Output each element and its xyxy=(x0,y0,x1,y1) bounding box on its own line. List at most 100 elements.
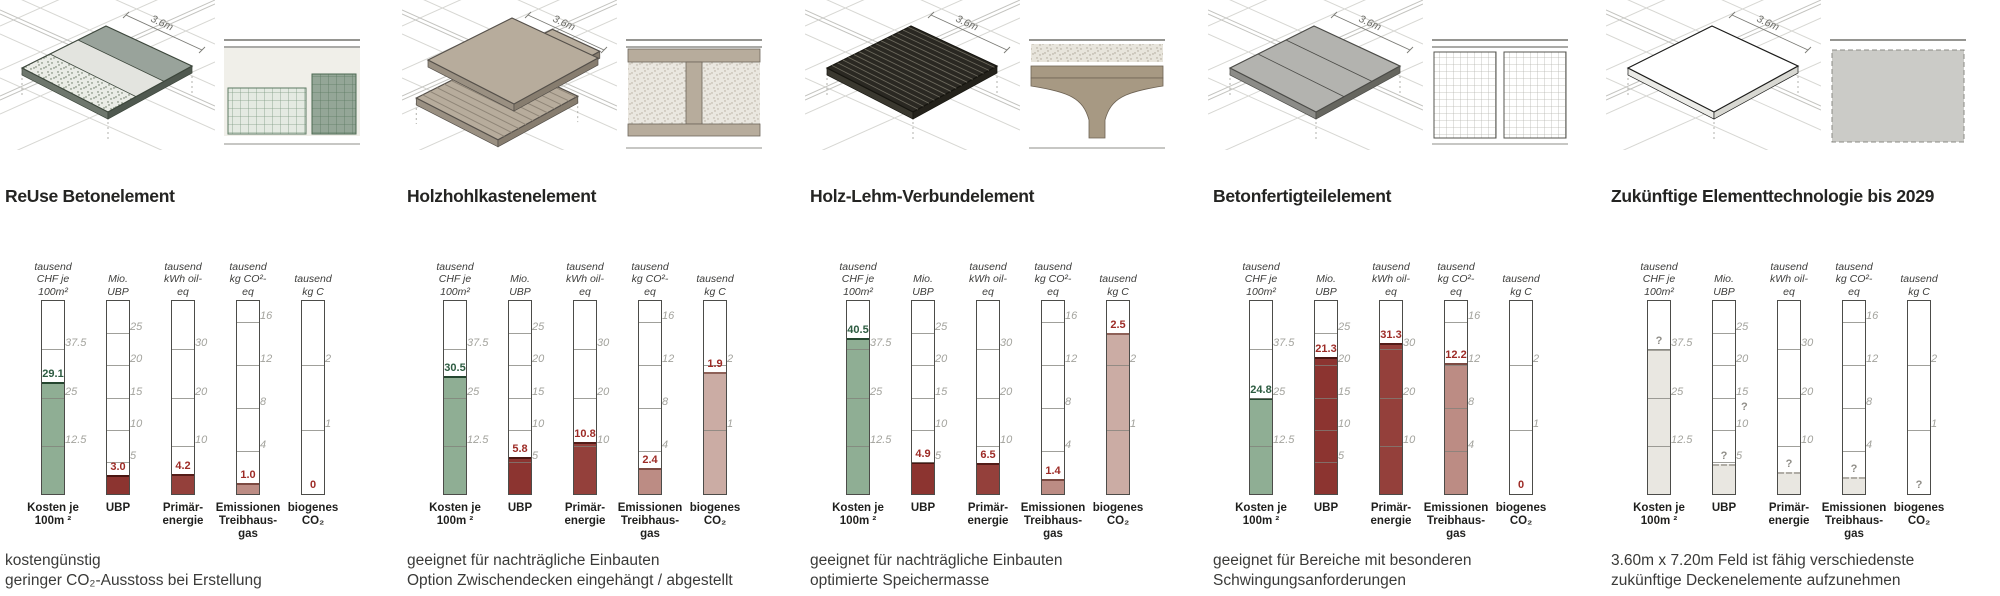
tick-label: 15 xyxy=(532,386,545,398)
isometric-element-diagram: 3.6m xyxy=(805,0,1020,150)
tick-line xyxy=(1510,365,1532,366)
tick-line xyxy=(1713,398,1735,399)
tick-line xyxy=(1908,365,1930,366)
metric-label-line: 100m ² xyxy=(1242,515,1280,527)
tick-label: 20 xyxy=(532,353,545,365)
element-title: ReUse Betonelement xyxy=(5,186,175,206)
tick-line xyxy=(237,451,259,452)
bar-biogenes_co2 xyxy=(1107,333,1129,494)
diagram-row: 3.6m xyxy=(402,0,800,176)
metric-header-line: Mio. xyxy=(510,273,530,285)
description-line: geeignet für nachträgliche Einbauten xyxy=(810,552,1063,569)
element-description: 3.60m x 7.20m Feld ist fähig verschieden… xyxy=(1611,551,1914,591)
description-line: Schwingungsanforderungen xyxy=(1213,572,1407,589)
tick-label: 10 xyxy=(130,418,143,430)
metric-label: UBP xyxy=(487,502,553,515)
metric-label: UBP xyxy=(890,502,956,515)
tick-label: 8 xyxy=(662,396,669,408)
tick-line xyxy=(1843,365,1865,366)
tick-line xyxy=(1778,349,1800,350)
metric-header: Mio.UBP xyxy=(85,240,151,298)
value-label: 30.5 xyxy=(444,362,466,374)
tick-label: 37.5 xyxy=(870,337,892,349)
metric-header-line: kg C xyxy=(1107,285,1129,298)
bar-kosten xyxy=(444,376,466,494)
tick-line xyxy=(1042,322,1064,323)
value-label: 1.9 xyxy=(707,358,723,370)
tick-line xyxy=(1713,333,1735,334)
metric-header-line: 100m² xyxy=(1246,285,1276,298)
bar-kosten xyxy=(1648,349,1670,494)
metric-header: Mio.UBP xyxy=(890,240,956,298)
metric-header-line: Mio. xyxy=(1316,273,1336,285)
metric-label-line: UBP xyxy=(507,502,533,514)
tick-line xyxy=(574,398,596,399)
tick-line xyxy=(1315,430,1337,431)
tick-line xyxy=(107,333,129,334)
metric-label-line: biogenes xyxy=(689,502,741,514)
tick-label: 20 xyxy=(597,386,610,398)
tick-label: 10 xyxy=(935,418,948,430)
tick-label: 12 xyxy=(662,353,675,365)
element-title: Zukünftige Elementtechnologie bis 2029 xyxy=(1611,186,1935,206)
tick-line xyxy=(1843,408,1865,409)
tick-line xyxy=(1380,446,1402,447)
tick-label: 37.5 xyxy=(65,337,87,349)
metric-header-line: UBP xyxy=(1315,285,1337,298)
tick-line xyxy=(509,462,531,463)
tick-label: 8 xyxy=(1065,396,1072,408)
tick-line xyxy=(237,365,259,366)
tick-label: 25 xyxy=(1338,321,1351,333)
metric-label-line: Primär- xyxy=(1768,502,1810,514)
tick-line xyxy=(1908,430,1930,431)
tick-label: 12.5 xyxy=(870,434,892,446)
value-label: ? xyxy=(1785,458,1793,470)
metric-label-line: energie xyxy=(162,515,204,527)
metric-header: Mio.UBP xyxy=(1293,240,1359,298)
tick-line xyxy=(1250,398,1272,399)
tick-label: 15 xyxy=(1736,386,1749,398)
value-label: ? xyxy=(1915,479,1923,491)
tick-label: 10 xyxy=(195,434,208,446)
metric-label-line: 100m ² xyxy=(436,515,474,527)
tick-label: 25 xyxy=(935,321,948,333)
tick-label: 15 xyxy=(935,386,948,398)
tick-line xyxy=(107,398,129,399)
metric-header-line: CHF je xyxy=(438,273,472,285)
metric-header-line: tausend xyxy=(1770,260,1808,273)
metric-header: Mio.UBP xyxy=(487,240,553,298)
metric-header-line: kWh oil- xyxy=(969,273,1007,285)
metric-header-line: tausend xyxy=(1242,260,1280,273)
tick-line xyxy=(1380,349,1402,350)
tick-label: 30 xyxy=(1000,337,1013,349)
description-line: Option Zwischendecken eingehängt / abges… xyxy=(407,572,733,589)
tick-label: 25 xyxy=(1671,386,1684,398)
metric-header-line: CHF je xyxy=(841,273,875,285)
value-label: 5.8 xyxy=(512,443,528,455)
description-line: 3.60m x 7.20m Feld ist fähig verschieden… xyxy=(1611,552,1915,569)
description-line: kostengünstig xyxy=(5,552,101,569)
